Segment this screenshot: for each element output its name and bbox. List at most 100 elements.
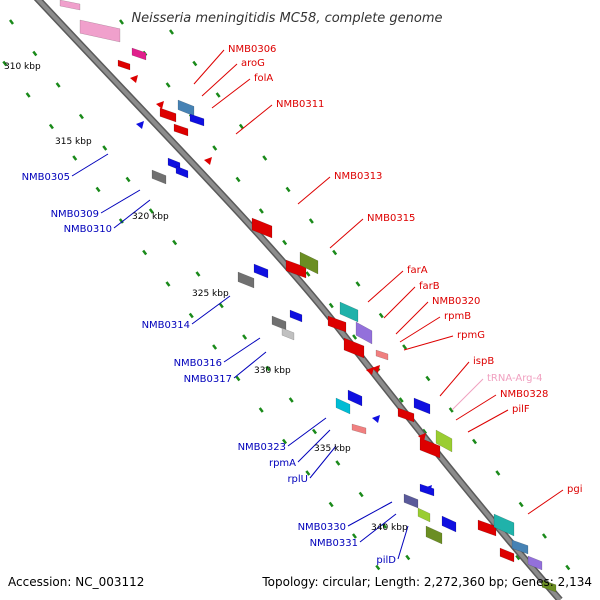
gene-glyph — [493, 513, 515, 537]
gene-glyph — [527, 555, 543, 571]
gene-label-forward: rpmB — [444, 311, 471, 322]
gene-label-forward: pilF — [512, 404, 530, 415]
leader-line — [235, 104, 273, 135]
gene-label-forward: rpmG — [457, 330, 485, 341]
gene-glyph — [375, 349, 389, 361]
leader-line — [367, 270, 404, 303]
leader-line — [451, 378, 484, 411]
tick-dot — [238, 123, 244, 130]
gene-label-forward: ispB — [473, 356, 494, 367]
leader-line — [211, 78, 251, 109]
gene-label-reverse: rplU — [287, 474, 308, 485]
gene-label-reverse: NMB0309 — [51, 209, 99, 220]
topology-label: Topology: circular; Length: 2,272,360 bp… — [261, 575, 592, 589]
gene-glyph — [419, 437, 441, 459]
tick-dot — [398, 397, 404, 403]
tick-dot — [48, 123, 54, 130]
tick-label: 315 kbp — [55, 137, 92, 147]
leader-line — [191, 295, 231, 325]
tick-dot — [218, 302, 224, 309]
gene-glyph — [253, 263, 269, 279]
tick-dot — [25, 92, 31, 98]
tick-dot — [242, 334, 248, 340]
leader-line — [233, 351, 267, 379]
tick-dot — [118, 218, 124, 224]
gene-glyph — [237, 271, 255, 289]
tick-dot — [169, 29, 174, 35]
leader-line — [467, 409, 509, 433]
tick-dot — [95, 186, 101, 193]
gene-glyph — [413, 397, 431, 415]
gene-glyph — [511, 539, 529, 555]
gene-label-reverse: rpmA — [269, 458, 296, 469]
gene-label-forward: aroG — [241, 58, 265, 69]
tick-dot — [308, 218, 314, 224]
gene-glyph — [189, 113, 205, 127]
gene-arrowhead — [372, 415, 380, 423]
tick-label: 320 kbp — [132, 212, 169, 222]
gene-glyph — [327, 315, 347, 333]
tick-dot — [381, 523, 387, 529]
tick-dot — [328, 302, 334, 309]
gene-glyph — [175, 165, 189, 179]
label-leader-lines — [71, 49, 564, 560]
leader-line — [71, 153, 109, 177]
tick-label: 325 kbp — [192, 289, 229, 299]
tick-dot — [375, 564, 381, 571]
tick-dot — [265, 365, 271, 372]
tick-dot — [352, 334, 358, 340]
leader-line — [100, 189, 141, 214]
gene-glyph — [355, 321, 373, 345]
gene-arrowhead — [204, 157, 212, 165]
tick-dot — [172, 239, 178, 246]
gene-glyph — [425, 525, 443, 545]
leader-line — [527, 489, 564, 515]
gene-glyph — [281, 327, 295, 341]
gene-label-reverse: NMB0314 — [142, 320, 190, 331]
gene-glyph — [397, 407, 415, 423]
tick-dot — [282, 239, 288, 246]
leader-line — [403, 335, 454, 351]
gene-glyph — [177, 99, 195, 117]
gene-label-forward: farB — [419, 281, 440, 292]
gene-glyph — [131, 47, 147, 61]
leader-line — [383, 286, 416, 319]
tick-dot — [212, 344, 218, 350]
leader-line — [395, 301, 429, 335]
leader-line — [439, 361, 470, 397]
gene-glyph — [335, 397, 351, 415]
tick-dot — [215, 92, 221, 98]
tick-dot — [235, 375, 241, 382]
gene-arrowhead — [366, 367, 374, 375]
tick-label: 335 kbp — [314, 444, 351, 454]
gene-glyph — [251, 217, 273, 239]
gene-label-forward: NMB0315 — [367, 213, 415, 224]
tick-dot — [9, 19, 14, 25]
gene-glyph — [173, 123, 189, 137]
leader-line — [455, 394, 497, 421]
leader-line — [309, 445, 337, 479]
gene-glyph — [351, 423, 367, 435]
tick-label: 310 kbp — [4, 62, 41, 72]
gene-label-reverse: NMB0330 — [298, 522, 346, 533]
tick-dot — [195, 271, 201, 277]
gene-glyph — [79, 19, 121, 43]
tick-dot — [262, 155, 268, 161]
leader-line — [359, 513, 397, 543]
tick-dot — [515, 554, 521, 561]
gene-arrowhead — [156, 101, 164, 109]
tick-dot — [402, 344, 408, 350]
leader-line — [297, 429, 331, 463]
gene-label-forward: NMB0311 — [276, 99, 324, 110]
leader-line — [201, 63, 238, 97]
tick-dot — [285, 186, 291, 193]
tick-dot — [328, 501, 334, 508]
tick-dot — [142, 249, 148, 256]
tick-dot — [212, 145, 218, 151]
gene-arrowhead — [372, 365, 380, 373]
tick-dot — [495, 470, 501, 476]
tick-label: 340 kbp — [371, 523, 408, 533]
gene-label-reverse: pilD — [376, 555, 396, 566]
